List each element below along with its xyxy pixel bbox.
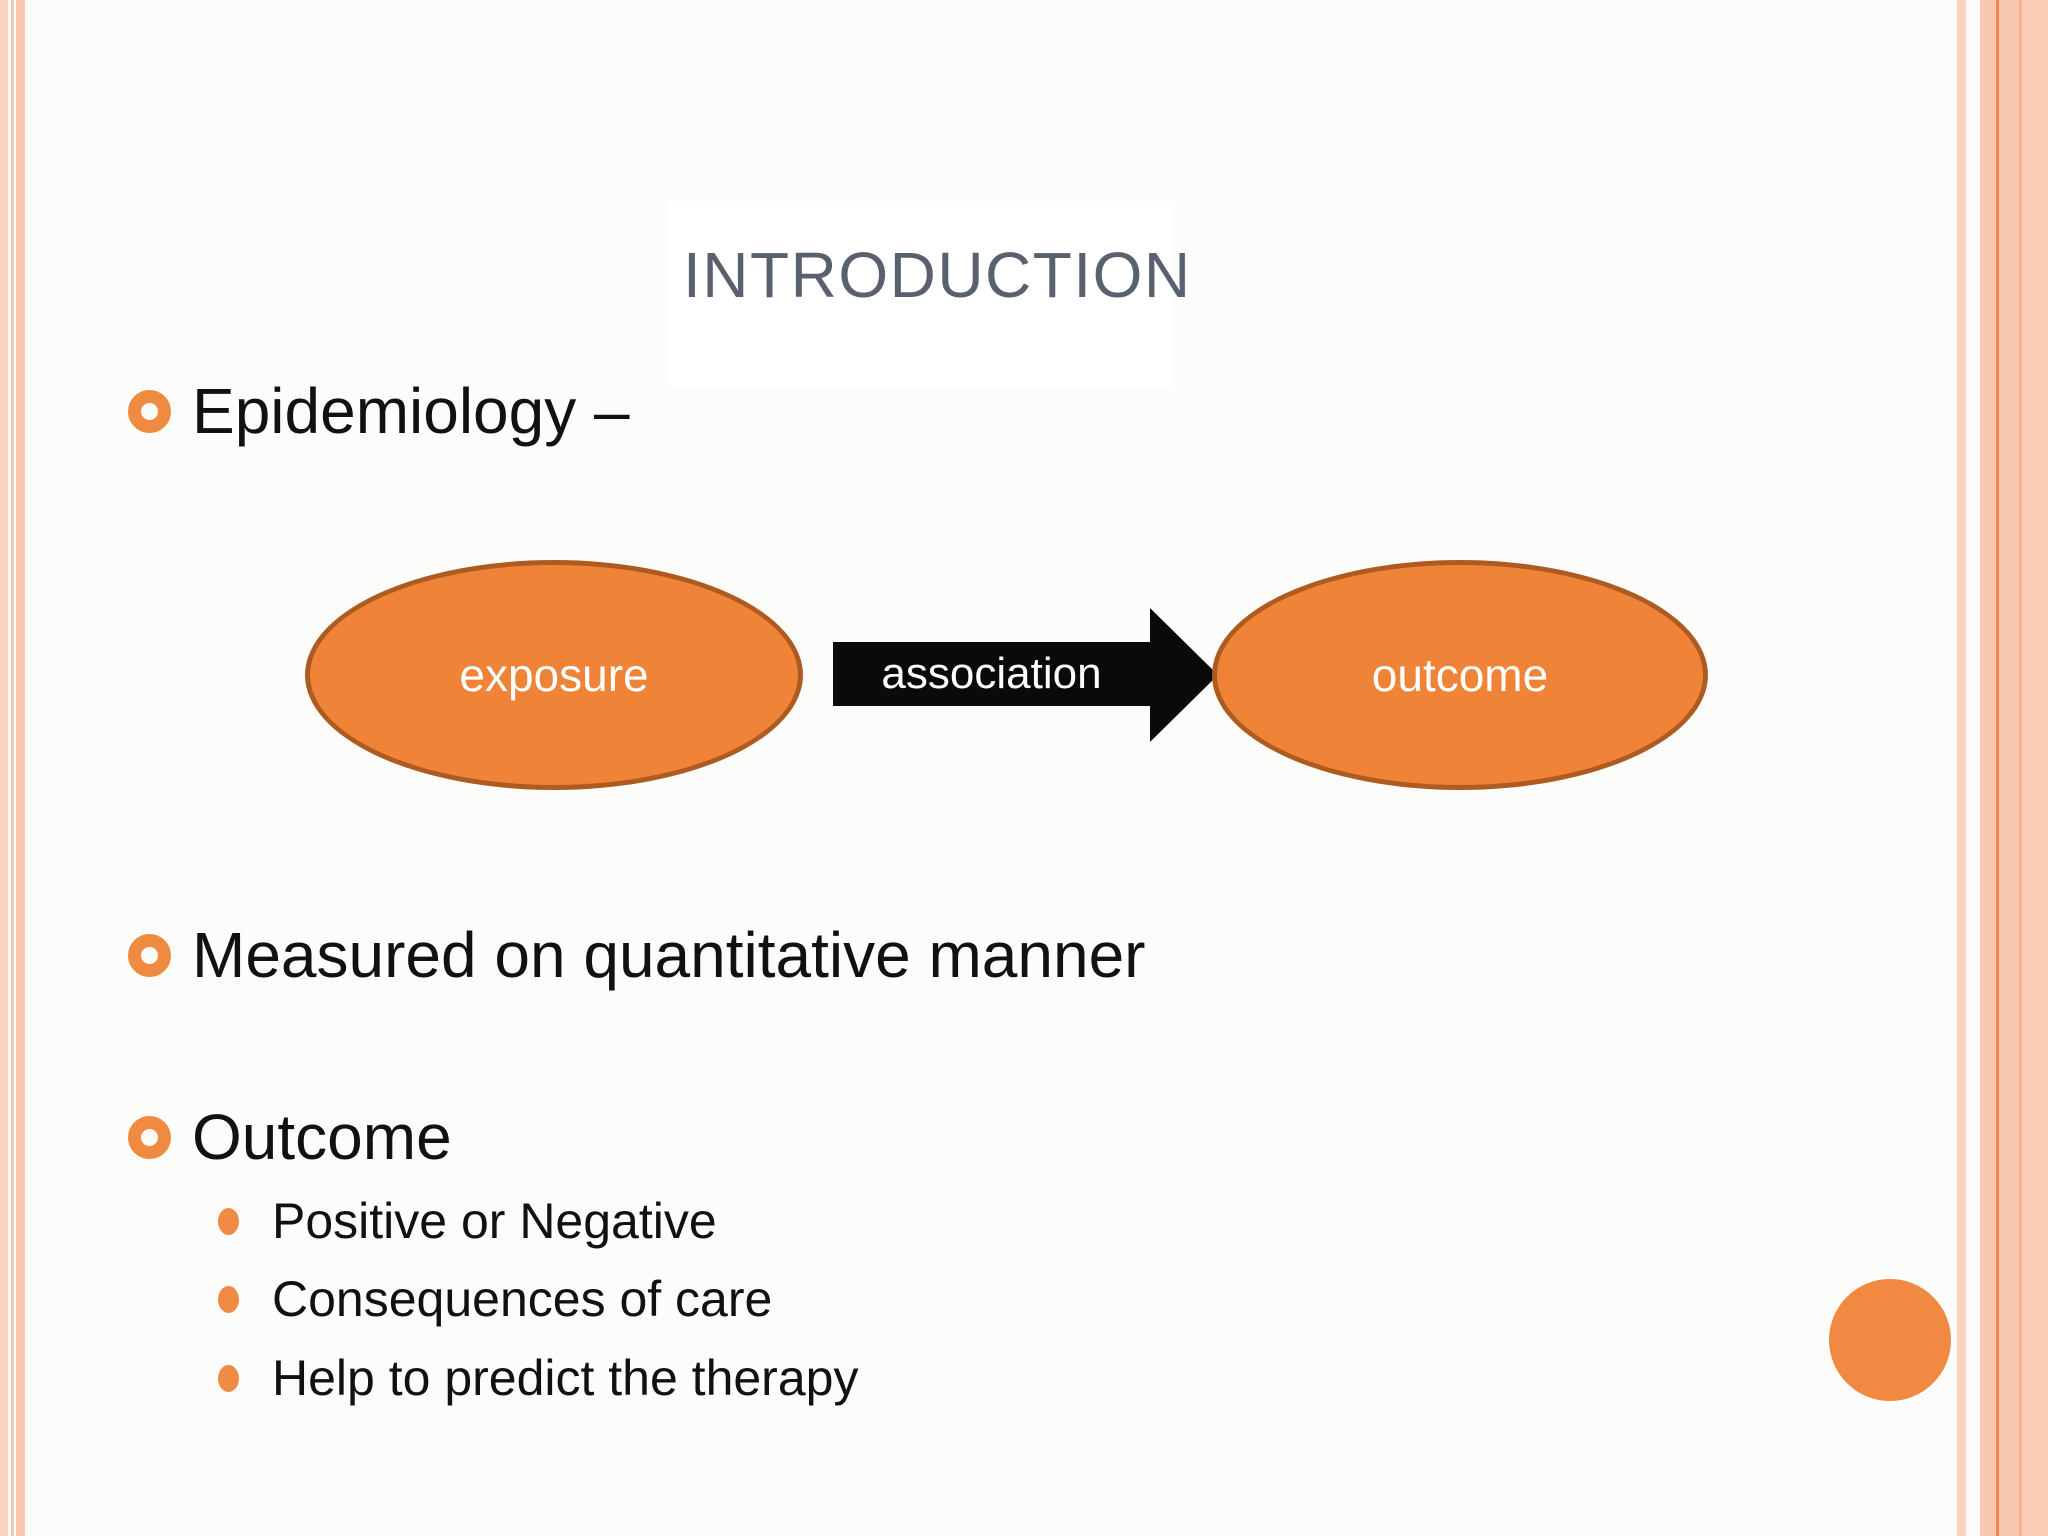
right-border-stripe — [1980, 0, 1996, 1536]
sub-bullet-consequences: Consequences of care — [218, 1266, 772, 1332]
sub-bullet-label: Positive or Negative — [272, 1193, 717, 1249]
bullet-label: Measured on quantitative manner — [192, 919, 1146, 991]
right-border-stripe — [2019, 0, 2022, 1536]
right-border-stripe — [1999, 0, 2019, 1536]
right-border-stripe — [1996, 0, 1999, 1536]
outcome-label: outcome — [1371, 649, 1549, 701]
bullet-item-outcome: Outcome — [128, 1098, 452, 1176]
slide-title: INTRODUCTION — [683, 239, 1192, 311]
sub-bullet-predict-therapy: Help to predict the therapy — [218, 1345, 858, 1411]
dot-bullet-icon — [218, 1285, 239, 1313]
right-border-stripe — [2022, 0, 2048, 1536]
left-border-stripe — [0, 0, 8, 1536]
sub-bullet-label: Consequences of care — [272, 1271, 773, 1327]
bullet-item-measured: Measured on quantitative manner — [128, 916, 1145, 994]
sub-bullet-label: Help to predict the therapy — [272, 1350, 859, 1406]
dot-bullet-icon — [218, 1364, 239, 1392]
title-highlight-box — [669, 202, 1174, 387]
bullet-item-epidemiology: Epidemiology – — [128, 372, 630, 450]
outcome-ellipse: outcome — [1212, 560, 1708, 790]
bullet-label: Outcome — [192, 1101, 452, 1173]
right-border-stripe — [1957, 0, 1966, 1536]
exposure-ellipse: exposure — [305, 560, 803, 790]
ring-bullet-icon — [128, 933, 171, 977]
ring-bullet-icon — [128, 389, 171, 433]
dot-bullet-icon — [218, 1207, 239, 1235]
exposure-label: exposure — [459, 649, 649, 701]
bullet-label: Epidemiology – — [192, 375, 630, 447]
left-border-stripe — [11, 0, 14, 1536]
association-arrowhead-icon — [1150, 608, 1218, 742]
association-arrow: association — [833, 642, 1150, 706]
left-border-stripe — [16, 0, 25, 1536]
sub-bullet-positive-negative: Positive or Negative — [218, 1188, 717, 1254]
association-label: association — [881, 649, 1102, 698]
ring-bullet-icon — [128, 1115, 171, 1159]
decorative-circle — [1829, 1279, 1951, 1401]
